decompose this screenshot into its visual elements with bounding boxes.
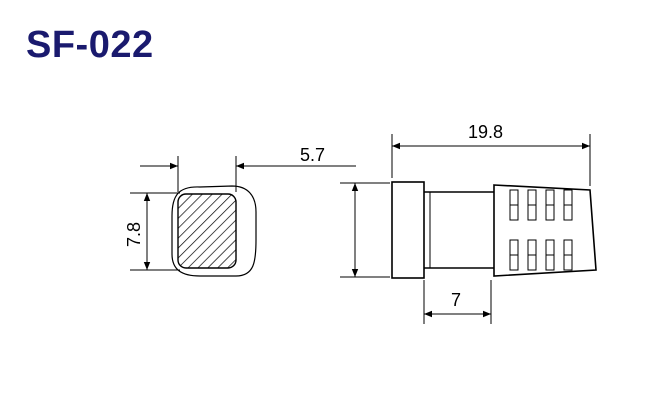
end-view-outer-outline <box>171 185 257 277</box>
dimension-side-height <box>340 182 390 278</box>
end-view <box>171 185 257 277</box>
ribbed-body <box>493 184 597 277</box>
part-number-title: SF-022 <box>26 24 154 66</box>
dimension-height-label: 7.8 <box>124 222 144 247</box>
side-view <box>391 181 597 279</box>
dimension-neck-length-label: 7 <box>451 290 461 310</box>
dimension-neck-length: 7 <box>423 280 492 324</box>
end-view-hatched-section <box>177 193 237 269</box>
flange <box>391 181 425 279</box>
dimension-height-left: 7.8 <box>124 192 180 271</box>
dimension-width: 5.7 <box>140 145 356 192</box>
dimension-overall-length: 19.8 <box>391 122 591 186</box>
lower-slots <box>509 239 573 271</box>
dimension-width-label: 5.7 <box>300 145 325 165</box>
upper-slots <box>509 189 573 221</box>
dimension-overall-length-label: 19.8 <box>468 122 503 142</box>
